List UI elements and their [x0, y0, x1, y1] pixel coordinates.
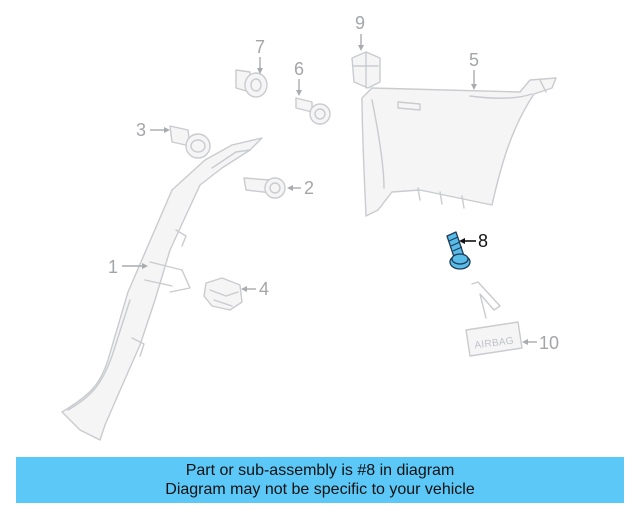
callout-8-number: 8 [478, 231, 488, 251]
callout-7: 7 [255, 37, 265, 74]
banner-line-2: Diagram may not be specific to your vehi… [165, 481, 475, 498]
callout-6-number: 6 [294, 59, 304, 79]
parts-diagram: AIRBAG 1 2 3 4 5 6 7 [61, 13, 559, 441]
part-9-clip[interactable] [351, 51, 381, 89]
callout-2: 2 [287, 178, 314, 198]
part-3-clip[interactable] [169, 125, 211, 159]
callout-9-number: 9 [355, 13, 365, 33]
banner-line-1: Part or sub-assembly is #8 in diagram [185, 462, 455, 479]
callout-4: 4 [241, 279, 269, 299]
part-2-bolt[interactable] [243, 177, 286, 199]
callout-10-number: 10 [539, 333, 559, 353]
part-7-grommet[interactable] [235, 69, 268, 98]
info-banner: Part or sub-assembly is #8 in diagram Di… [16, 457, 624, 503]
callout-5: 5 [469, 50, 479, 90]
callout-3: 3 [136, 120, 170, 140]
airbag-label: AIRBAG [474, 336, 515, 352]
callout-8: 8 [459, 231, 488, 251]
callout-1: 1 [108, 257, 148, 277]
part-10-airbag-emblem[interactable]: AIRBAG [465, 281, 523, 357]
callout-6: 6 [294, 59, 304, 96]
part-5-quarter-trim[interactable] [361, 77, 557, 217]
callout-5-number: 5 [469, 50, 479, 70]
callout-9: 9 [355, 13, 365, 51]
callout-3-number: 3 [136, 120, 146, 140]
part-4-clip[interactable] [203, 277, 243, 311]
part-8-bolt-highlighted[interactable] [446, 231, 471, 270]
callout-2-number: 2 [304, 178, 314, 198]
callout-7-number: 7 [255, 37, 265, 57]
part-6-bolt[interactable] [295, 97, 331, 125]
callout-1-number: 1 [108, 257, 118, 277]
callout-4-number: 4 [259, 279, 269, 299]
part-1-pillar-trim[interactable] [61, 137, 263, 441]
callout-10: 10 [522, 333, 559, 353]
